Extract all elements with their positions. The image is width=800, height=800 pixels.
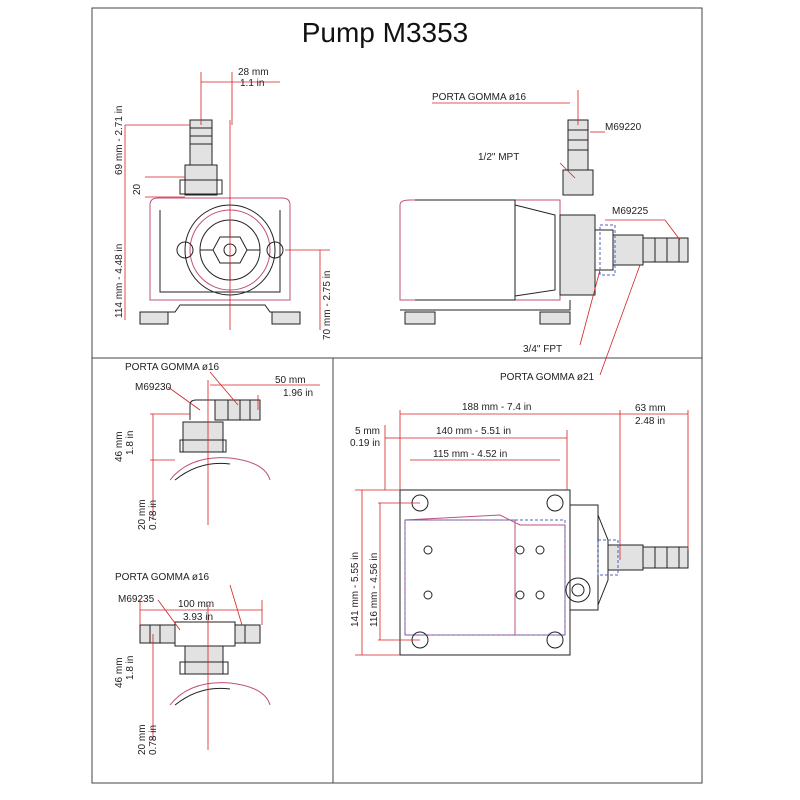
dim-50mm: 50 mm (275, 375, 306, 386)
dim-46a-in: 1.8 in (125, 431, 136, 455)
dim-20c-in: 0.78 in (148, 725, 159, 755)
dim-20b-in: 0.78 in (148, 500, 159, 530)
dim-20b: 20 mm (137, 499, 148, 530)
front-view (124, 72, 330, 330)
label-porta-gomma-21: PORTA GOMMA ø21 (500, 372, 595, 383)
dim-50in: 1.96 in (283, 388, 313, 399)
dim-140: 140 mm - 5.51 in (436, 426, 511, 437)
label-m69225: M69225 (612, 206, 649, 217)
dim-69: 69 mm - 2.71 in (114, 106, 125, 175)
dim-20c: 20 mm (137, 724, 148, 755)
dim-46b: 46 mm (114, 657, 125, 688)
dim-115: 115 mm - 4.52 in (433, 449, 507, 460)
sheet-border (91, 7, 703, 784)
dim-28in: 1.1 in (240, 78, 264, 89)
dim-188: 188 mm - 7.4 in (462, 402, 531, 413)
variant-tee-view (139, 584, 271, 750)
label-fpt: 3/4" FPT (523, 344, 562, 355)
dim-20a: 20 (132, 183, 143, 195)
dim-28mm: 28 mm (238, 67, 269, 78)
label-m69230: M69230 (135, 382, 172, 393)
dim-70: 70 mm - 2.75 in (322, 271, 333, 340)
label-porta-gomma-16-bottom: PORTA GOMMA ø16 (115, 572, 210, 583)
dim-5mm: 5 mm (355, 426, 380, 437)
page-title: Pump M3353 (302, 17, 469, 48)
dim-46b-in: 1.8 in (125, 656, 136, 680)
dim-141: 141 mm - 5.55 in (350, 552, 361, 627)
variant-elbow-view (150, 371, 320, 525)
label-porta-gomma-16-top: PORTA GOMMA ø16 (432, 92, 527, 103)
label-porta-gomma-16-mid: PORTA GOMMA ø16 (125, 362, 220, 373)
dim-116: 116 mm - 4.56 in (369, 553, 380, 627)
label-m69235: M69235 (118, 594, 155, 605)
dim-63in: 2.48 in (635, 416, 665, 427)
dim-63mm: 63 mm (635, 403, 666, 414)
side-view (399, 90, 689, 376)
label-mpt: 1/2" MPT (478, 152, 519, 163)
dim-114: 114 mm - 4.48 in (114, 244, 125, 318)
dim-100mm: 100 mm (178, 599, 214, 610)
dim-100in: 3.93 in (183, 612, 213, 623)
top-view (355, 410, 689, 656)
dim-5in: 0.19 in (350, 438, 380, 449)
dim-46a: 46 mm (114, 431, 125, 462)
label-m69220: M69220 (605, 122, 642, 133)
